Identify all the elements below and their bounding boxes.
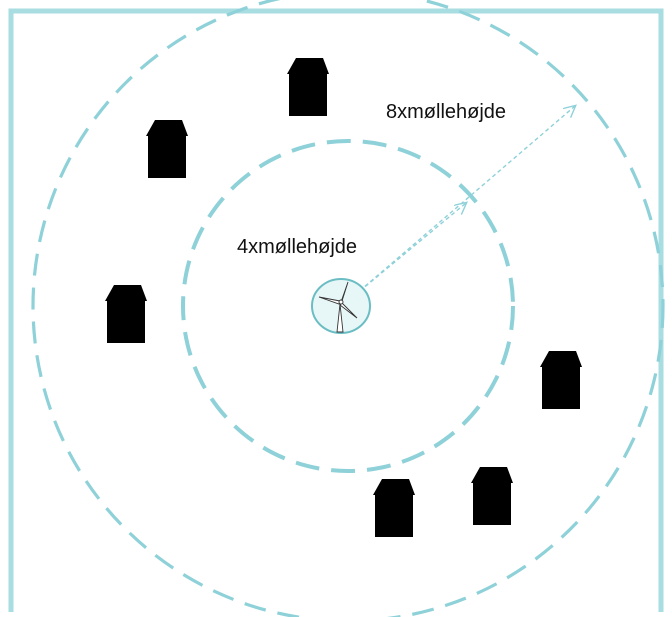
house-icon <box>471 467 513 525</box>
frame <box>8 8 664 612</box>
outer-circle <box>31 0 665 617</box>
wind-turbine-icon <box>311 278 371 334</box>
house-icon <box>146 120 188 178</box>
house-icon <box>540 351 582 409</box>
inner-radius-arrow <box>348 203 466 301</box>
house-icon <box>105 285 147 343</box>
house-icon <box>373 479 415 537</box>
inner-radius-label: 4xmøllehøjde <box>237 236 357 258</box>
house-icon <box>287 58 329 116</box>
outer-radius-label: 8xmøllehøjde <box>386 101 506 123</box>
inner-circle <box>181 139 515 473</box>
outer-radius-arrow <box>348 106 575 301</box>
